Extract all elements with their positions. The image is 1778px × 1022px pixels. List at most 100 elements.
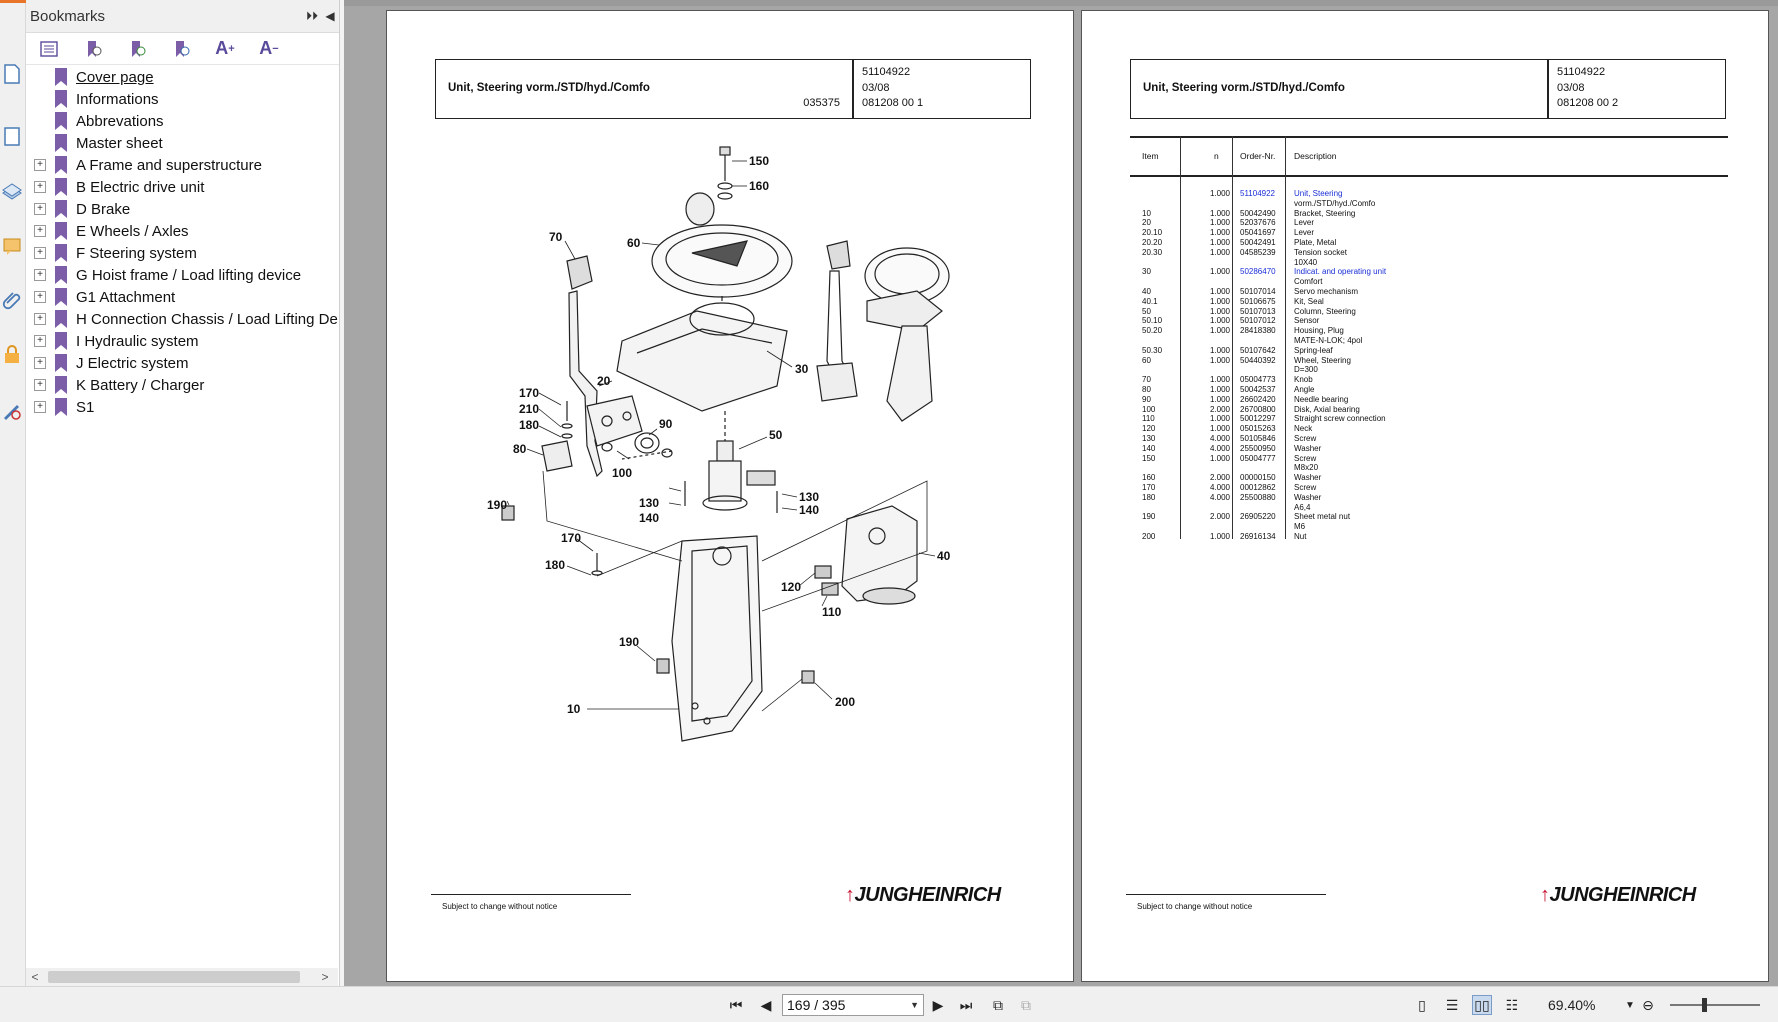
single-page-view-icon[interactable]: ▯: [1418, 996, 1426, 1013]
scroll-left-icon[interactable]: <: [31, 970, 39, 984]
bookmark-options-icon[interactable]: [34, 37, 64, 61]
expand-icon[interactable]: +: [34, 225, 46, 237]
add-bookmark-icon[interactable]: [122, 37, 152, 61]
bookmark-item[interactable]: +S1: [26, 396, 338, 418]
expand-icon[interactable]: +: [34, 269, 46, 281]
callout-label: 70: [549, 230, 563, 244]
page-title: Unit, Steering vorm./STD/hyd./Comfo: [1143, 82, 1345, 94]
cell-n: 1.000: [1209, 384, 1230, 394]
zoom-out-icon[interactable]: ⊖: [1642, 996, 1654, 1013]
footer-note: Subject to change without notice: [442, 902, 558, 911]
bookmark-item[interactable]: +D Brake: [26, 198, 338, 220]
collapse-panel-icon[interactable]: ◀: [325, 9, 335, 23]
bookmark-item[interactable]: +F Steering system: [26, 242, 338, 264]
expand-icon[interactable]: +: [34, 379, 46, 391]
cell-order: 28418380: [1240, 326, 1276, 336]
bookmark-item[interactable]: Cover page: [26, 66, 338, 88]
bookmark-item[interactable]: +B Electric drive unit: [26, 176, 338, 198]
cell-n: 4.000: [1209, 443, 1230, 453]
signature-icon[interactable]: [0, 396, 24, 424]
bookmark-item[interactable]: +G Hoist frame / Load lifting device: [26, 264, 338, 286]
scroll-right-icon[interactable]: >: [321, 970, 329, 984]
footer-note: Subject to change without notice: [1137, 902, 1253, 911]
bookmark-item[interactable]: Abbrevations: [26, 110, 338, 132]
comments-icon[interactable]: [0, 232, 24, 260]
last-page-icon[interactable]: ⏭: [959, 996, 973, 1013]
bookmark-item[interactable]: Informations: [26, 88, 338, 110]
callout-label: 50: [769, 428, 783, 442]
expand-icon[interactable]: +: [34, 291, 46, 303]
expand-icon[interactable]: +: [34, 401, 46, 413]
bookmark-item[interactable]: + E Wheels / Axles: [26, 220, 338, 242]
attachment-icon[interactable]: [0, 286, 24, 314]
page-number-input[interactable]: 169 / 395 ▼: [782, 994, 924, 1016]
increase-font-icon[interactable]: A+: [215, 38, 235, 58]
bookmark-flag-icon: [55, 376, 67, 394]
expand-icon[interactable]: +: [34, 159, 46, 171]
bookmark-label: E Wheels / Axles: [76, 222, 189, 240]
previous-page-icon[interactable]: ◀: [760, 996, 772, 1013]
bookmarks-horizontal-scrollbar[interactable]: < >: [26, 968, 338, 986]
bookmark-item[interactable]: +J Electric system: [26, 352, 338, 374]
cell-n: 1.000: [1209, 375, 1230, 385]
document-view[interactable]: Unit, Steering vorm./STD/hyd./Comfo 0353…: [344, 0, 1778, 986]
cell-desc: Knob: [1294, 375, 1313, 385]
first-page-icon[interactable]: ⏮: [729, 996, 743, 1013]
bookmark-item[interactable]: +K Battery / Charger: [26, 374, 338, 396]
header-order: Order-Nr.: [1240, 151, 1276, 161]
cell-n: 1.000: [1209, 237, 1230, 247]
bookmark-item[interactable]: +H Connection Chassis / Load Lifting Dev…: [26, 308, 338, 330]
cell-desc: Neck: [1294, 424, 1313, 434]
cell-item: 50.30: [1142, 345, 1163, 355]
bookmark-flag-icon: [55, 310, 67, 328]
expand-icon[interactable]: +: [34, 247, 46, 259]
bookmark-item[interactable]: +I Hydraulic system: [26, 330, 338, 352]
zoom-dropdown-icon[interactable]: ▼: [1625, 999, 1635, 1011]
cell-desc: Lever: [1294, 218, 1315, 228]
next-page-icon[interactable]: ▶: [932, 996, 944, 1013]
bookmark-item[interactable]: Master sheet: [26, 132, 338, 154]
cell-n: 1.000: [1209, 306, 1230, 316]
find-bookmark-icon[interactable]: [166, 37, 196, 61]
zoom-level[interactable]: 69.40%: [1548, 997, 1596, 1013]
scrollbar-thumb[interactable]: [48, 971, 300, 983]
thumbnails-icon[interactable]: [0, 122, 24, 150]
callout-label: 10: [567, 702, 581, 716]
cell-n: 1.000: [1209, 355, 1230, 365]
previous-view-icon[interactable]: ⧉: [993, 996, 1003, 1013]
expand-icon[interactable]: +: [34, 357, 46, 369]
expand-icon[interactable]: +: [34, 181, 46, 193]
revision-date: 03/08: [1557, 82, 1585, 94]
two-page-view-icon[interactable]: ▯▯: [1472, 995, 1492, 1015]
expand-icon[interactable]: +: [34, 335, 46, 347]
zoom-slider-knob[interactable]: [1702, 998, 1707, 1012]
delete-bookmark-icon[interactable]: [78, 37, 108, 61]
bookmark-label: Master sheet: [76, 134, 163, 152]
bookmark-label: Cover page: [76, 68, 154, 86]
decrease-font-icon[interactable]: A−: [259, 38, 279, 58]
bookmark-item[interactable]: +A Frame and superstructure: [26, 154, 338, 176]
continuous-view-icon[interactable]: ☰: [1445, 996, 1459, 1013]
cell-desc: D=300: [1294, 365, 1318, 375]
cell-item: 20.10: [1142, 228, 1163, 238]
next-view-icon[interactable]: ⧉: [1021, 996, 1031, 1013]
bookmark-flag-icon: [55, 200, 67, 218]
zoom-slider[interactable]: [1670, 998, 1760, 1012]
expand-icon[interactable]: +: [34, 313, 46, 325]
cell-desc: Sheet metal nut: [1294, 512, 1351, 522]
page-icon[interactable]: [0, 60, 24, 88]
layers-icon[interactable]: [0, 178, 24, 206]
expand-panel-icon[interactable]: ⏵⏵: [305, 8, 318, 23]
chevron-down-icon[interactable]: ▼: [910, 1000, 919, 1010]
cell-order: 26602420: [1240, 394, 1276, 404]
cell-n: 1.000: [1209, 326, 1230, 336]
continuous-two-page-icon[interactable]: ☷: [1505, 996, 1519, 1013]
bookmark-item[interactable]: +G1 Attachment: [26, 286, 338, 308]
lock-icon[interactable]: [0, 340, 24, 368]
expand-icon[interactable]: +: [34, 203, 46, 215]
